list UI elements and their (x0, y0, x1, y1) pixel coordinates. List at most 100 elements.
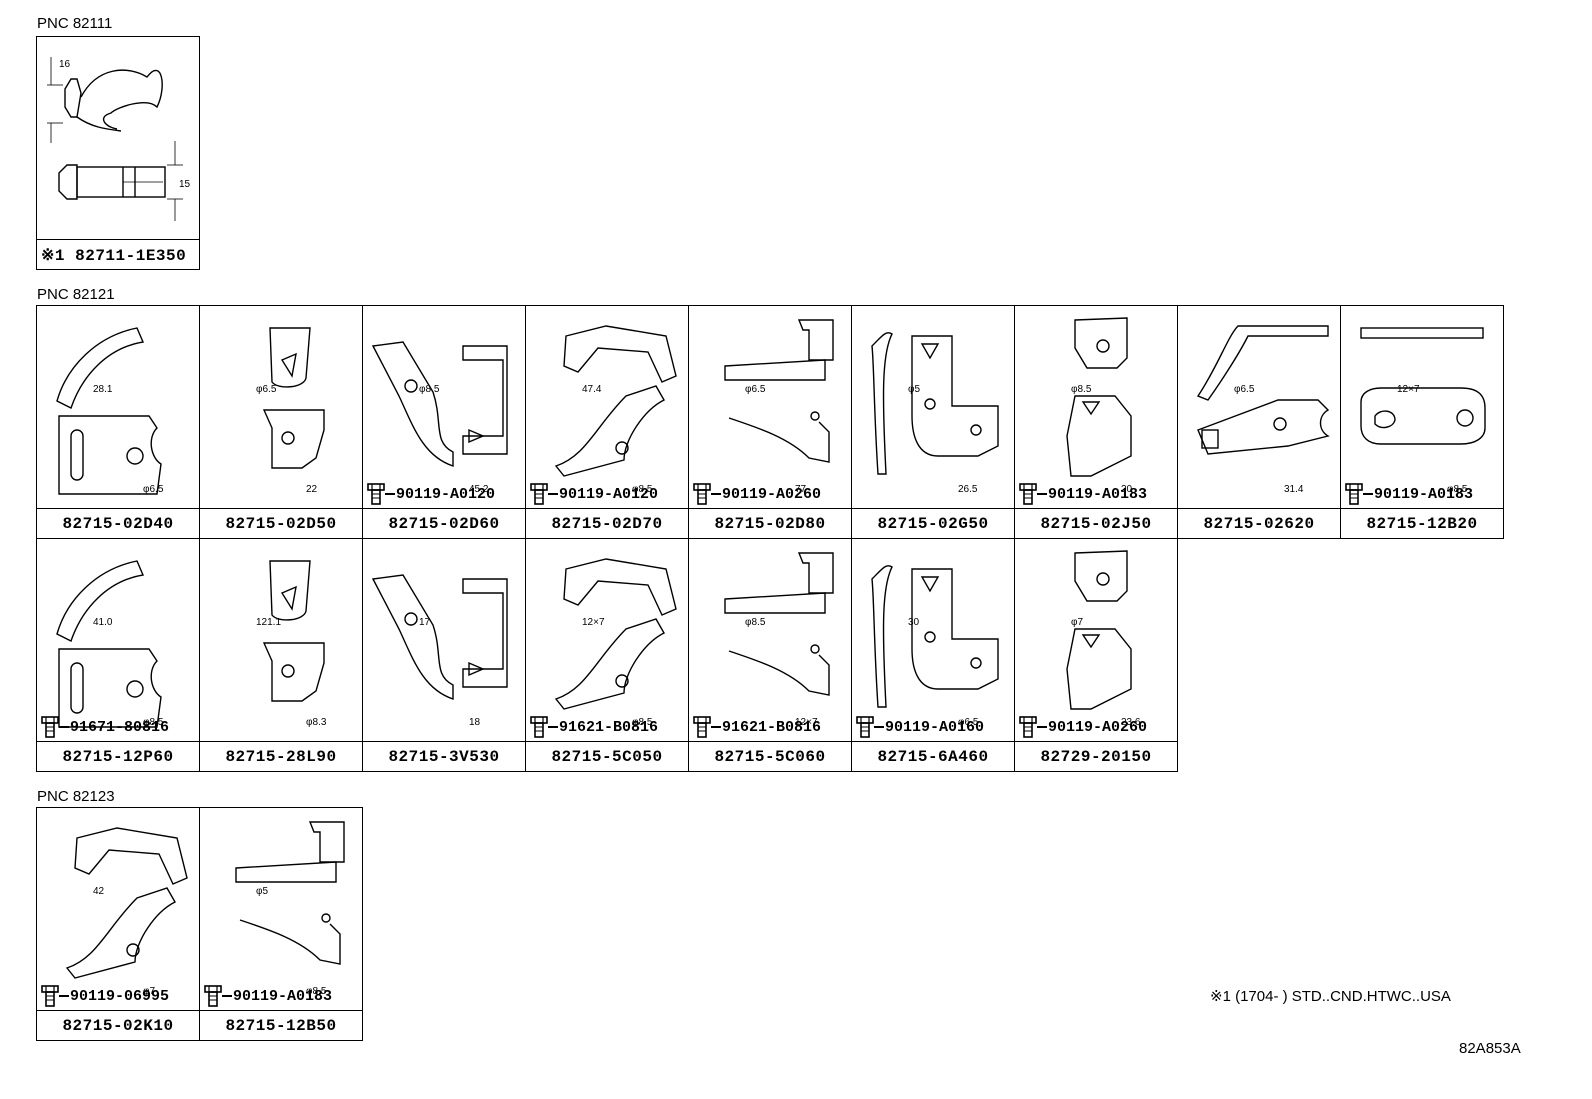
part-number: 82715-02D80 (689, 508, 851, 538)
pnc-label-82111: PNC 82111 (37, 15, 113, 32)
part-cell[interactable]: φ8.5 20 90119-A0183 82715-02J50 (1015, 306, 1178, 539)
pnc-82111-grid: 16 15 ※1 82711-1E350 (36, 36, 200, 270)
bolt-part-number: 91621-B0816 (722, 718, 822, 736)
pnc-82123-grid: 42 φ7 90119-06995 82715-02K10 φ5 φ8.5 (36, 807, 363, 1041)
bracket-drawing: φ7 23.6 (1066, 550, 1141, 728)
dim-label: 45.2 (469, 484, 489, 495)
bolt-callout: 90119-06995 (40, 985, 169, 1007)
bracket-drawing: 17 18 (371, 574, 508, 728)
dim-label: 41.0 (93, 617, 113, 628)
footnote: ※1 (1704- ) STD..CND.HTWC..USA (1210, 988, 1451, 1005)
part-cell[interactable]: φ8.5 45.2 90119-A0120 82715-02D60 (363, 306, 526, 539)
dim-label: φ6.5 (958, 717, 979, 728)
bracket-drawing: 12×7 φ8.5 (554, 558, 677, 728)
part-cell[interactable]: φ5 26.5 82715-02G50 (852, 306, 1015, 539)
part-number: 82715-12P60 (37, 741, 199, 771)
dim-label: 30 (908, 617, 920, 628)
bracket-drawing: 42 φ7 (65, 827, 188, 997)
dim-label: 47.4 (582, 384, 602, 395)
dim-label: 12×7 (582, 617, 605, 628)
part-cell[interactable]: 12×7 φ8.5 90119-A0183 82715-12B20 (1341, 306, 1504, 539)
bolt-part-number: 90119-A0260 (722, 485, 822, 503)
dim-label: 12×7 (1397, 384, 1420, 395)
dim-label: φ8.3 (306, 717, 327, 728)
bolt-callout: 91621-B0816 (529, 716, 658, 738)
hex-bolt-icon (41, 985, 59, 1007)
dim-label: 18 (469, 717, 481, 728)
bracket-drawing: 41.0 φ8.5 (56, 560, 164, 728)
hex-bolt-icon (367, 483, 385, 505)
part-number: 82715-02K10 (37, 1010, 199, 1040)
pnc-label-82121: PNC 82121 (37, 286, 115, 303)
part-cell[interactable]: 28.1 φ6.5 82715-02D40 (37, 306, 200, 539)
dim-label: φ6.5 (256, 384, 277, 395)
bracket-drawing: φ8.5 45.2 (371, 341, 508, 495)
part-number: 82715-12B50 (200, 1010, 362, 1040)
bracket-drawing: φ6.5 22 (256, 327, 325, 495)
dim-label: 26.5 (958, 484, 978, 495)
part-number: 82715-02G50 (852, 508, 1014, 538)
dim-label: φ7 (1071, 617, 1083, 628)
bolt-part-number: 90119-A0183 (1048, 485, 1148, 503)
bolt-callout: 90119-A0183 (1018, 483, 1147, 505)
bolt-part-number: 90119-A0260 (1048, 718, 1148, 736)
dim-label: φ8.5 (306, 986, 327, 997)
bracket-drawing: φ5 26.5 (871, 332, 999, 495)
bracket-drawing: 121.1 φ8.3 (256, 560, 327, 728)
part-cell[interactable]: 16 15 ※1 82711-1E350 (37, 37, 200, 270)
part-cell[interactable]: 41.0 φ8.5 91671-80816 82715-12P60 (37, 539, 200, 772)
bracket-drawing: φ6.5 31.4 (1196, 325, 1330, 495)
clamp-drawing: 16 15 (47, 57, 191, 221)
bolt-part-number: 90119-A0183 (1374, 485, 1474, 503)
bolt-callout: 91671-80816 (40, 716, 169, 738)
bolt-callout: 90119-A0260 (1018, 716, 1147, 738)
part-cell[interactable]: 47.4 φ8.5 90119-A0120 82715-02D70 (526, 306, 689, 539)
bracket-drawing: φ5 φ8.5 (235, 821, 345, 997)
bolt-callout: 90119-A0183 (203, 985, 332, 1007)
part-cell[interactable]: 42 φ7 90119-06995 82715-02K10 (37, 808, 200, 1041)
bolt-part-number: 90119-A0183 (233, 987, 333, 1005)
bolt-callout: 90119-A0120 (529, 483, 658, 505)
dim-label: 20 (1121, 484, 1133, 495)
bracket-drawing: 30 φ6.5 (871, 565, 999, 728)
hex-bolt-icon (41, 716, 59, 738)
part-number: 82715-5C050 (526, 741, 688, 771)
dim-label: φ6.5 (745, 384, 766, 395)
bracket-drawing: φ6.5 77 (724, 319, 834, 495)
hex-bolt-icon (1345, 483, 1363, 505)
part-cell[interactable]: 12×7 φ8.5 91621-B0816 82715-5C050 (526, 539, 689, 772)
part-cell[interactable]: 17 18 82715-3V530 (363, 539, 526, 772)
dim-label: 28.1 (93, 384, 113, 395)
dim-label: φ8.5 (745, 617, 766, 628)
pnc-82121-grid: 28.1 φ6.5 82715-02D40 φ6.5 22 82715-02D5… (36, 305, 1504, 772)
dim-label: φ8.5 (1071, 384, 1092, 395)
part-number: 82715-12B20 (1341, 508, 1503, 538)
part-number: 82715-3V530 (363, 741, 525, 771)
hex-bolt-icon (530, 716, 548, 738)
part-number: 82715-02J50 (1015, 508, 1177, 538)
part-cell[interactable]: φ8.5 12×7 91621-B0816 82715-5C060 (689, 539, 852, 772)
part-cell[interactable]: 121.1 φ8.3 82715-28L90 (200, 539, 363, 772)
bracket-drawing: φ8.5 12×7 (724, 552, 834, 728)
part-cell[interactable]: φ6.5 22 82715-02D50 (200, 306, 363, 539)
part-cell[interactable]: 30 φ6.5 90119-A0160 82715-6A460 (852, 539, 1015, 772)
dim-label: 42 (93, 886, 105, 897)
dim-label: 12×7 (795, 717, 818, 728)
part-cell[interactable]: φ7 23.6 90119-A0260 82729-20150 (1015, 539, 1178, 772)
part-number: 82715-02D70 (526, 508, 688, 538)
part-number: 82715-02D60 (363, 508, 525, 538)
bracket-drawing: 12×7 φ8.5 (1360, 327, 1486, 495)
bolt-callout: 90119-A0183 (1344, 483, 1473, 505)
dim-label: φ6.5 (1234, 384, 1255, 395)
hex-bolt-icon (693, 483, 711, 505)
part-number: 82715-5C060 (689, 741, 851, 771)
bolt-part-number: 90119-A0160 (885, 718, 985, 736)
dim-label: 22 (306, 484, 318, 495)
dim-label: 23.6 (1121, 717, 1141, 728)
part-cell[interactable]: φ5 φ8.5 90119-A0183 82715-12B50 (200, 808, 363, 1041)
hex-bolt-icon (530, 483, 548, 505)
part-number: ※1 82711-1E350 (37, 239, 199, 269)
part-number: 82715-02D50 (200, 508, 362, 538)
part-cell[interactable]: φ6.5 77 90119-A0260 82715-02D80 (689, 306, 852, 539)
part-cell[interactable]: φ6.5 31.4 82715-02620 (1178, 306, 1341, 539)
